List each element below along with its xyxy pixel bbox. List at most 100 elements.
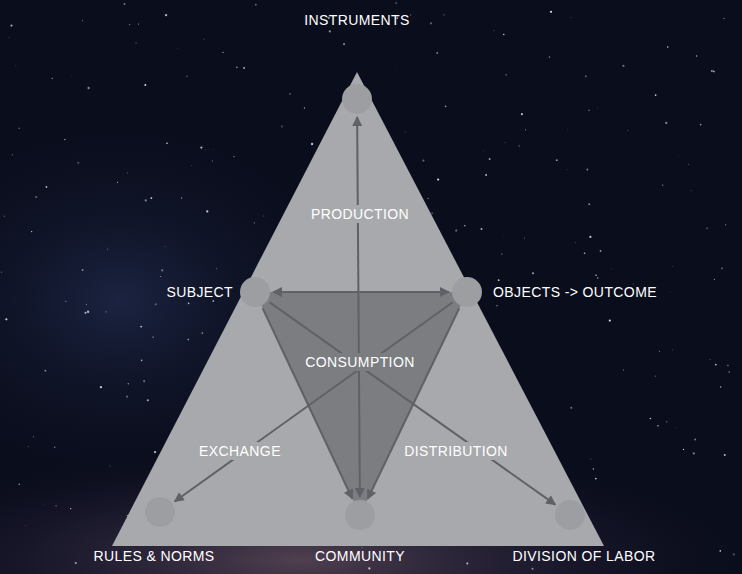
star: [597, 277, 598, 278]
star: [586, 168, 588, 170]
node-label: SUBJECT: [166, 284, 233, 300]
star: [216, 268, 218, 270]
star: [71, 74, 73, 76]
star: [427, 198, 428, 199]
activity-node-circle: DIVISION OF LABOR: [555, 500, 585, 530]
star: [46, 186, 48, 188]
star: [329, 30, 331, 32]
star: [588, 110, 590, 112]
stars: [1, 2, 735, 570]
relation-arrow: [175, 302, 453, 501]
node-label: OBJECTS -> OUTCOME: [493, 284, 657, 300]
activity-node-circle: OBJECTS -> OUTCOME: [452, 277, 482, 307]
star: [160, 276, 161, 277]
star: [18, 128, 19, 129]
star: [525, 129, 526, 130]
star: [84, 312, 86, 314]
star: [100, 386, 102, 388]
star: [677, 155, 679, 157]
star: [655, 94, 657, 96]
star: [725, 224, 726, 225]
star: [368, 567, 370, 569]
star: [493, 30, 495, 32]
star: [723, 18, 724, 19]
star: [75, 562, 77, 564]
star: [25, 525, 27, 527]
star: [77, 162, 79, 164]
star: [43, 504, 45, 506]
star: [590, 458, 591, 459]
star: [243, 67, 245, 69]
star: [12, 154, 13, 155]
star: [575, 242, 577, 244]
star: [696, 55, 698, 57]
star: [166, 142, 168, 144]
star: [161, 269, 163, 271]
relation-arrow: [357, 117, 360, 497]
star: [585, 76, 587, 78]
star: [186, 75, 188, 77]
star: [570, 17, 572, 19]
star: [709, 359, 711, 361]
star: [436, 52, 438, 54]
star: [107, 248, 108, 249]
star: [145, 199, 147, 201]
star: [596, 108, 598, 110]
star: [188, 302, 190, 304]
star: [466, 562, 468, 564]
activity-node-circle: INSTRUMENTS: [342, 84, 372, 114]
star: [64, 139, 65, 140]
star: [588, 203, 590, 205]
star: [464, 225, 465, 226]
star: [666, 421, 668, 423]
star: [609, 319, 611, 321]
star: [150, 197, 152, 199]
star: [164, 246, 166, 248]
star: [519, 145, 520, 146]
star: [181, 197, 182, 198]
star: [205, 149, 207, 151]
star: [688, 164, 689, 165]
star: [667, 46, 669, 48]
star: [81, 20, 83, 22]
phase-label: PRODUCTION: [307, 205, 413, 223]
star: [304, 107, 305, 108]
star: [595, 478, 597, 480]
star: [724, 454, 726, 456]
star: [727, 365, 728, 366]
star: [489, 158, 491, 160]
star: [670, 291, 671, 292]
star: [126, 396, 128, 398]
star: [501, 253, 502, 254]
star: [5, 318, 7, 320]
star: [86, 304, 87, 305]
phase-label: CONSUMPTION: [301, 353, 418, 371]
star: [52, 78, 53, 79]
star: [141, 360, 143, 362]
star: [236, 67, 238, 69]
star: [422, 159, 424, 161]
star: [147, 399, 149, 401]
star: [19, 483, 20, 484]
star: [165, 14, 167, 16]
star: [70, 508, 71, 509]
node-label: DIVISION OF LABOR: [513, 548, 656, 564]
star: [567, 128, 569, 130]
star: [311, 143, 313, 145]
activity-node-circle: SUBJECT: [240, 277, 270, 307]
star: [54, 447, 55, 448]
star: [714, 279, 715, 280]
star: [655, 375, 656, 376]
star: [404, 131, 406, 133]
star: [721, 267, 723, 269]
relation-arrow: [273, 291, 449, 293]
star: [65, 301, 66, 302]
star: [532, 272, 534, 274]
star: [82, 269, 84, 271]
star: [430, 22, 432, 24]
star: [127, 172, 129, 174]
star: [396, 69, 398, 71]
star: [611, 268, 613, 270]
star: [659, 350, 661, 352]
